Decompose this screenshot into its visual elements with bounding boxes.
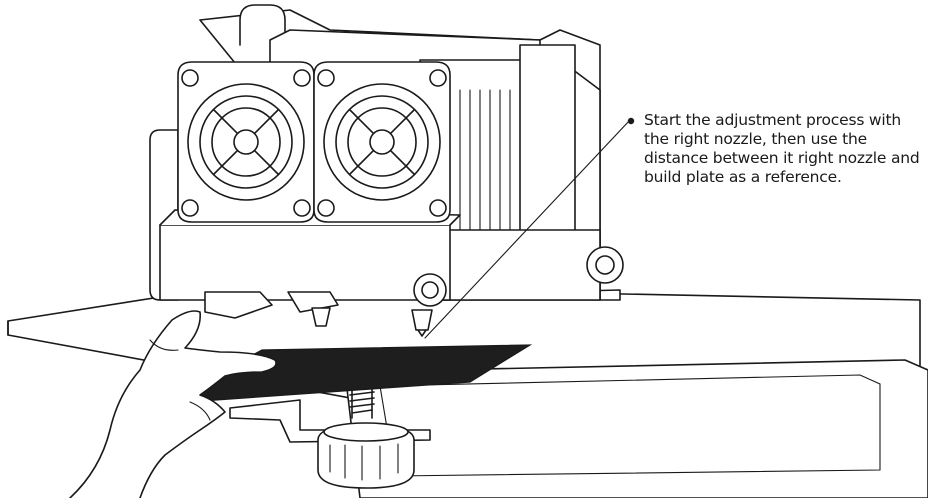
fan-icon bbox=[313, 61, 451, 223]
hand-icon bbox=[69, 310, 277, 498]
fan-icon bbox=[177, 61, 315, 223]
callout-text: Start the adjustment process with the ri… bbox=[644, 111, 920, 186]
callout-dot bbox=[627, 117, 635, 125]
nozzle-icon bbox=[311, 307, 433, 337]
callout-leader bbox=[424, 117, 635, 339]
knob-icon bbox=[317, 422, 415, 489]
